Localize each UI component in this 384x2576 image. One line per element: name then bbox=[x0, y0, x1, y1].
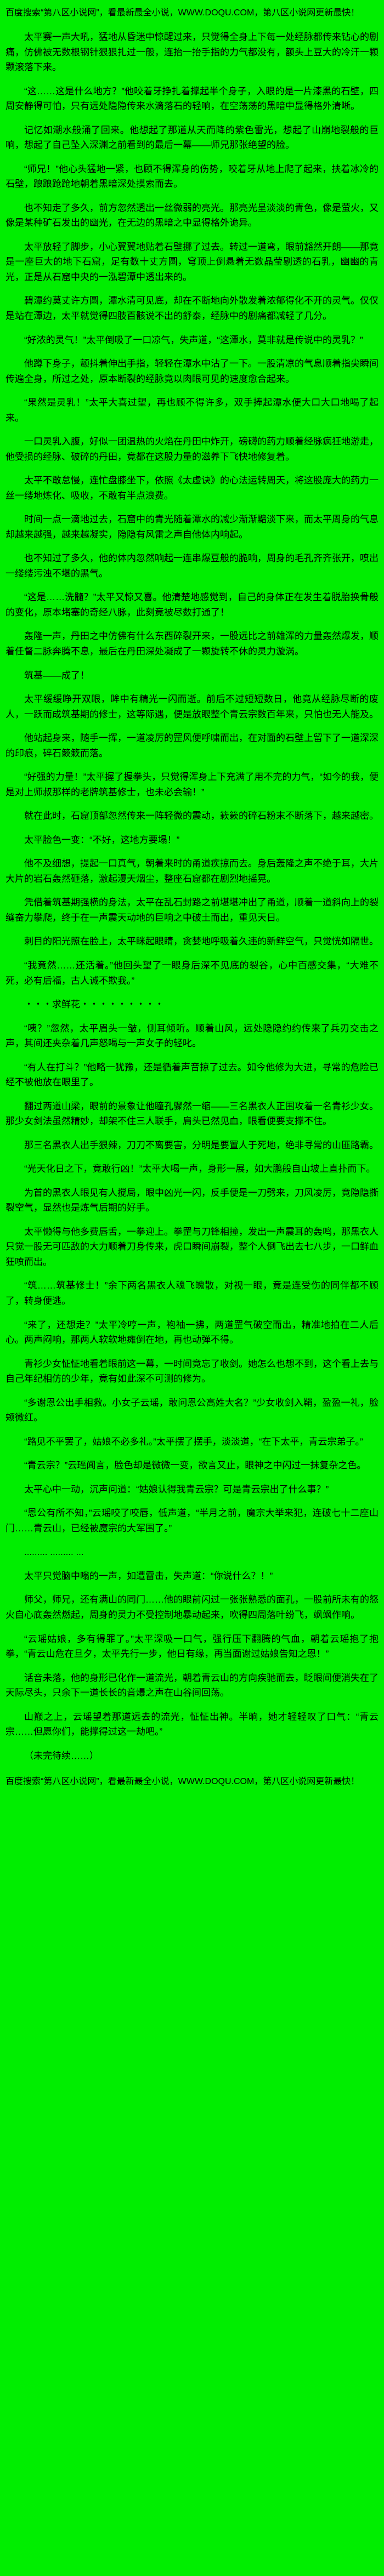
novel-paragraph: 太平不敢怠慢，连忙盘膝坐下，依照《太虚诀》的心法运转周天，将这股庞大的药力一丝一… bbox=[5, 475, 379, 501]
novel-paragraph: ・・・求鲜花・・・・・・・・・ bbox=[24, 999, 164, 1010]
novel-paragraph: 也不知走了多久，前方忽然透出一丝微弱的亮光。那亮光呈淡淡的青色，像是萤火，又像是… bbox=[5, 202, 379, 229]
novel-paragraph: 太平心中一动，沉声问道：“姑娘认得我青云宗？可是青云宗出了什么事？” bbox=[24, 1484, 329, 1495]
novel-paragraph: “路见不平罢了，姑娘不必多礼。”太平摆了摆手，淡淡道，“在下太平，青云宗弟子。” bbox=[24, 1436, 363, 1447]
novel-paragraph: “师兄！”他心头猛地一紧，也顾不得浑身的伤势，咬着牙从地上爬了起来，扶着冰冷的石… bbox=[5, 163, 379, 190]
novel-paragraph: 时间一点一滴地过去，石窟中的青光随着潭水的减少渐渐黯淡下来，而太平周身的气息却越… bbox=[5, 514, 379, 540]
novel-paragraph: 那三名黑衣人出手狠辣，刀刀不离要害，分明是要置人于死地，绝非寻常的山匪路霸。 bbox=[24, 1139, 379, 1150]
novel-paragraph: “筑……筑基修士！”余下两名黑衣人魂飞魄散，对视一眼，竟是连受伤的同伴都不顾了，… bbox=[5, 1280, 379, 1306]
novel-paragraph: ......... ......... ... bbox=[24, 1547, 84, 1558]
novel-paragraph: 记忆如潮水般涌了回来。他想起了那道从天而降的紫色雷光，想起了山崩地裂般的巨响，想… bbox=[5, 124, 379, 151]
novel-paragraph: 就在此时，石窟顶部忽然传来一阵轻微的震动，簌簌的碎石粉末不断落下，越来越密。 bbox=[24, 811, 379, 822]
novel-paragraph: “来了，还想走？”太平冷哼一声，袍袖一拂，两道罡气破空而出，精准地拍在二人后心。… bbox=[5, 1319, 379, 1346]
novel-paragraph: 太平放轻了脚步，小心翼翼地贴着石壁挪了过去。转过一道弯，眼前豁然开朗——那竟是一… bbox=[5, 241, 379, 282]
novel-paragraph: “这是……洗髓？”太平又惊又喜。他清楚地感觉到，自己的身体正在发生着脱胎换骨般的… bbox=[5, 592, 379, 618]
novel-paragraph: 太平缓缓睁开双眼，眸中有精光一闪而逝。前后不过短短数日，他竟从经脉尽断的废人，一… bbox=[5, 694, 379, 720]
novel-paragraph: 他蹲下身子，颤抖着伸出手指，轻轻在潭水中沾了一下。一股清凉的气息顺着指尖瞬间传遍… bbox=[5, 358, 379, 384]
novel-paragraph: 太平只觉脑中嗡的一声，如遭雷击，失声道：“你说什么？！” bbox=[24, 1570, 273, 1581]
novel-paragraph: “云瑶姑娘，多有得罪了。”太平深吸一口气，强行压下翻腾的气血，朝着云瑶抱了抱拳，… bbox=[5, 1633, 379, 1660]
novel-paragraph: “有人在打斗？”他略一犹豫，还是循着声音掠了过去。如今他修为大进，寻常的危险已经… bbox=[5, 1062, 379, 1088]
novel-paragraph: 翻过两道山梁，眼前的景象让他瞳孔骤然一缩——三名黑衣人正围攻着一名青衫少女。那少… bbox=[5, 1101, 379, 1127]
novel-paragraph: 碧潭约莫丈许方圆，潭水清可见底，却在不断地向外散发着浓郁得化不开的灵气。仅仅是站… bbox=[5, 295, 379, 321]
novel-paragraph: 话音未落，他的身形已化作一道流光，朝着青云山的方向疾驰而去，眨眼间便消失在了天际… bbox=[5, 1672, 379, 1699]
novel-paragraph: 轰隆一声，丹田之中仿佛有什么东西碎裂开来，一股远比之前雄浑的力量轰然爆发，顺着任… bbox=[5, 631, 379, 657]
novel-paragraph: “这……这是什么地方？”他咬着牙挣扎着撑起半个身子，入眼的是一片漆黑的石壁，四周… bbox=[5, 86, 379, 112]
novel-paragraph: “恩公有所不知，”云瑶咬了咬唇，低声道，“半月之前，魔宗大举来犯，连破七十二座山… bbox=[5, 1508, 379, 1534]
novel-paragraph: 太平懒得与他多费唇舌，一拳迎上。拳罡与刀锋相撞，发出一声震耳的轰鸣，那黑衣人只觉… bbox=[5, 1226, 379, 1267]
novel-paragraph: 青衫少女怔怔地看着眼前这一幕，一时间竟忘了收剑。她怎么也想不到，这个看上去与自己… bbox=[5, 1358, 379, 1384]
novel-paragraph: “咦？”忽然，太平眉头一皱，侧耳倾听。顺着山风，远处隐隐约约传来了兵刃交击之声，… bbox=[5, 1023, 379, 1049]
novel-paragraph: （未完待续……） bbox=[24, 1750, 99, 1761]
novel-paragraph: “光天化日之下，竟敢行凶！”太平大喝一声，身形一展，如大鹏般自山坡上直扑而下。 bbox=[24, 1164, 376, 1175]
novel-paragraph: 他站起身来，随手一挥，一道凌厉的罡风便呼啸而出，在对面的石壁上留下了一道深深的印… bbox=[5, 733, 379, 759]
novel-paragraph: “好浓的灵气！”太平倒吸了一口凉气，失声道，“这潭水，莫非就是传说中的灵乳？” bbox=[24, 334, 363, 345]
novel-paragraph: 他不及细想，提起一口真气，朝着来时的甬道疾掠而去。身后轰隆之声不绝于耳，大片大片… bbox=[5, 858, 379, 884]
novel-paragraph: 筑基——成了！ bbox=[24, 670, 89, 681]
novel-paragraph: “好强的力量！”太平握了握拳头，只觉得浑身上下充满了用不完的力气，“如今的我，便… bbox=[5, 772, 379, 797]
site-notice-top: 百度搜索“第八区小说网”，看最新最全小说，WWW.DOQU.COM，第八区小说网… bbox=[5, 8, 360, 18]
novel-paragraph: 太平脸色一变：“不好，这地方要塌！” bbox=[24, 834, 180, 845]
novel-paragraph: “多谢恩公出手相救。小女子云瑶，敢问恩公高姓大名？”少女收剑入鞘，盈盈一礼，脸颊… bbox=[5, 1397, 379, 1423]
novel-paragraph: 一口灵乳入腹，好似一团温热的火焰在丹田中炸开，磅礴的药力顺着经脉疯狂地游走，他受… bbox=[5, 436, 379, 462]
novel-paragraph: 也不知过了多久，他的体内忽然响起一连串爆豆般的脆响，周身的毛孔齐齐张开，喷出一缕… bbox=[5, 553, 379, 579]
novel-paragraph: 山巅之上，云瑶望着那道远去的流光，怔怔出神。半晌，她才轻轻叹了口气：“青云宗……… bbox=[5, 1711, 379, 1737]
novel-paragraph: 太平赛一声大吼，猛地从昏迷中惊醒过来，只觉得全身上下每一处经脉都传来钻心的剧痛，… bbox=[5, 32, 379, 73]
novel-paragraph: 刺目的阳光照在脸上，太平眯起眼睛，贪婪地呼吸着久违的新鲜空气，只觉恍如隔世。 bbox=[24, 936, 379, 947]
chapter-content: 太平赛一声大吼，猛地从昏迷中惊醒过来，只觉得全身上下每一处经脉都传来钻心的剧痛，… bbox=[5, 30, 379, 1763]
novel-paragraph: 师父，师兄，还有满山的同门……他的眼前闪过一张张熟悉的面孔，一股前所未有的怒火自… bbox=[5, 1594, 379, 1620]
novel-paragraph: “我竟然……还活着。”他回头望了一眼身后深不见底的裂谷，心中百感交集，“大难不死… bbox=[5, 960, 379, 986]
novel-paragraph: “青云宗？”云瑶闻言，脸色却是微微一变，欲言又止，眼神之中闪过一抹复杂之色。 bbox=[24, 1460, 366, 1471]
novel-paragraph: 凭借着筑基期强横的身法，太平在乱石封路之前堪堪冲出了甬道，顺着一道斜向上的裂缝奋… bbox=[5, 897, 379, 923]
novel-paragraph: “果然是灵乳！”太平大喜过望，再也顾不得许多，双手捧起潭水便大口大口地喝了起来。 bbox=[5, 397, 379, 423]
novel-paragraph: 为首的黑衣人眼见有人搅局，眼中凶光一闪，反手便是一刀劈来，刀风凌厉，竟隐隐撕裂空… bbox=[5, 1187, 379, 1213]
site-notice-bottom: 百度搜索“第八区小说网”，看最新最全小说，WWW.DOQU.COM，第八区小说网… bbox=[5, 1777, 360, 1787]
